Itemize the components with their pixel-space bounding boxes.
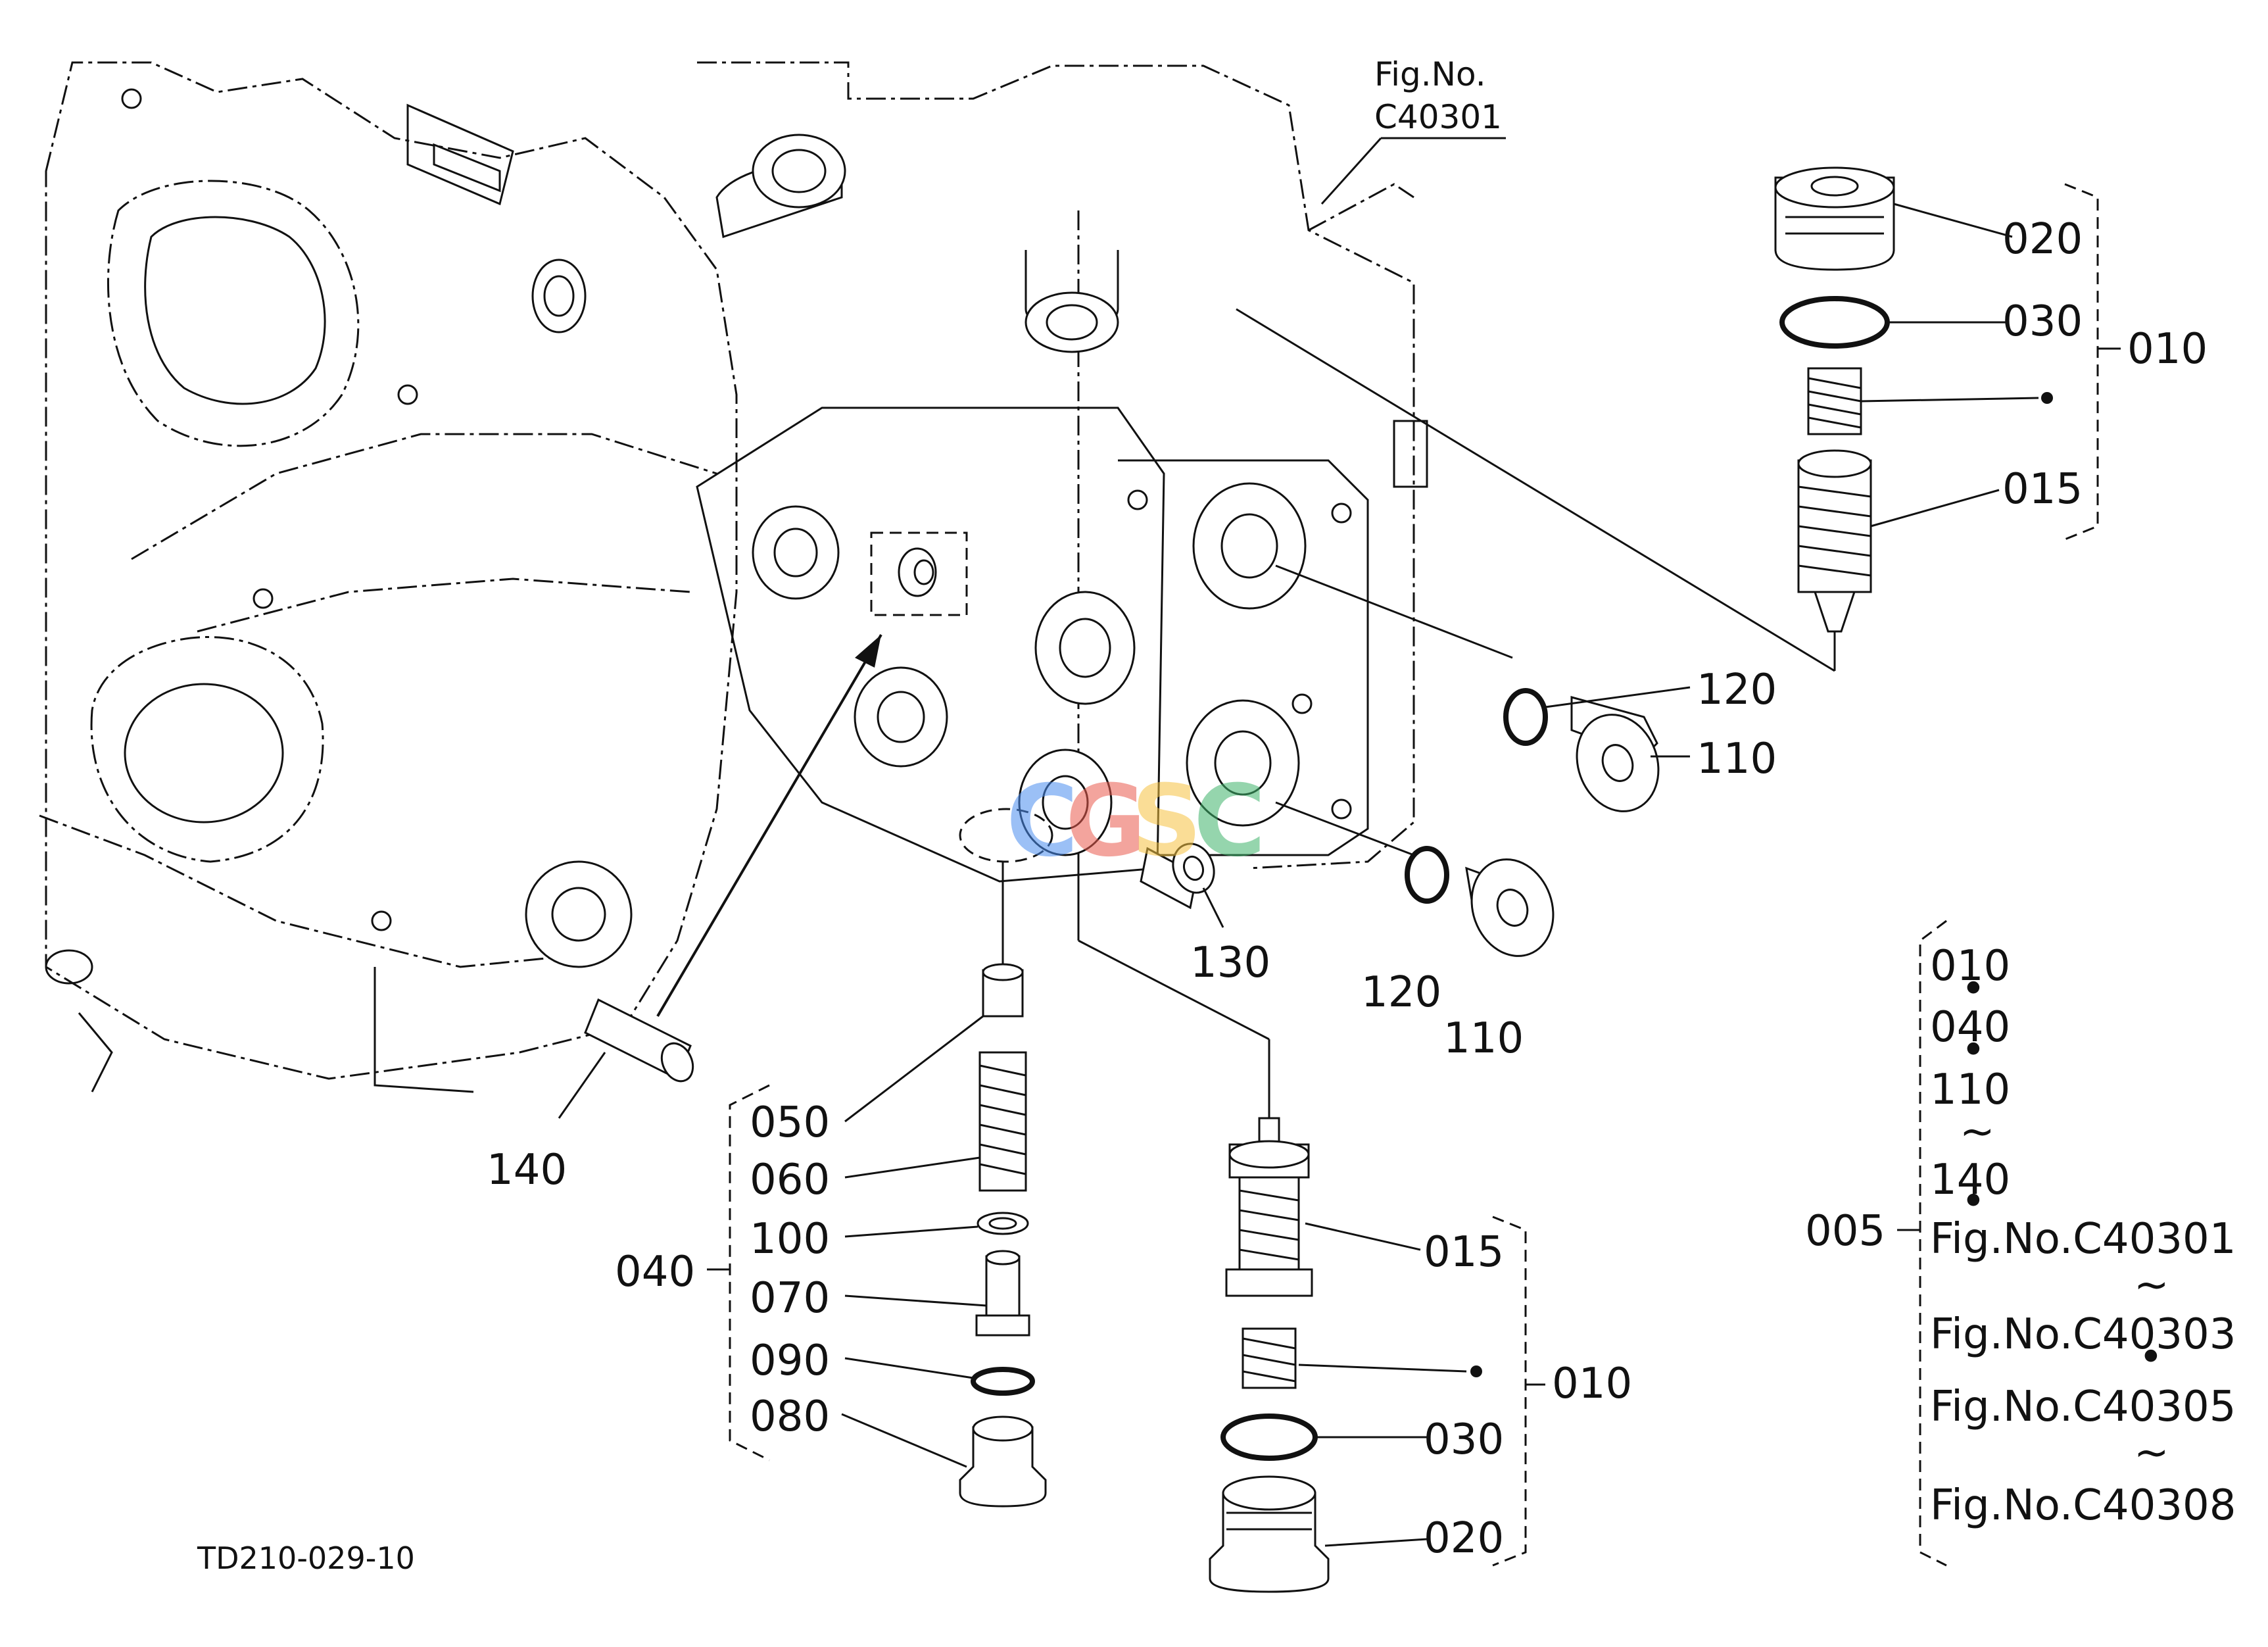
- summary-dot-1: •: [1961, 965, 1986, 1014]
- summary-fig-c40308: Fig.No.C40308: [1930, 1481, 2236, 1530]
- callout-100: 100: [750, 1215, 830, 1264]
- callout-015-upper: 015: [2002, 465, 2083, 514]
- summary-group-005: 005: [1805, 1207, 1885, 1256]
- summary-entry-040: 040: [1930, 1003, 2010, 1052]
- summary-entry-110: 110: [1930, 1066, 2010, 1114]
- body-part-callouts: 120 110 130 120 110 140: [487, 666, 1777, 1194]
- figure-reference: Fig.No. C40301 TD210-029-10: [197, 55, 1502, 1576]
- upper-assembly-callouts: 020 030 010 015: [2002, 215, 2208, 514]
- callout-130: 130: [1190, 939, 1270, 987]
- callout-080: 080: [750, 1392, 830, 1441]
- summary-entry-140: 140: [1930, 1156, 2010, 1204]
- summary-dot-3: •: [1961, 1177, 1986, 1226]
- callout-070: 070: [750, 1274, 830, 1323]
- summary-range-3: ~: [2134, 1429, 2169, 1477]
- fig-ref-label: Fig.No.: [1374, 55, 1486, 93]
- watermark-letter-g: G: [1065, 764, 1146, 879]
- summary-fig-c40301: Fig.No.C40301: [1930, 1215, 2236, 1264]
- callout-060: 060: [750, 1156, 830, 1204]
- watermark-letter-c2: C: [1194, 764, 1266, 879]
- callout-140: 140: [487, 1146, 567, 1194]
- upper-valve-assembly: [1774, 166, 1895, 671]
- summary-range-2: ~: [2134, 1261, 2169, 1310]
- callout-030-lower: 030: [1424, 1415, 1504, 1464]
- transmission-housing: [39, 61, 1428, 1093]
- summary-fig-c40305: Fig.No.C40305: [1930, 1383, 2236, 1431]
- callout-010-lower: 010: [1552, 1360, 1632, 1408]
- plugs-and-orings: [584, 633, 1660, 1083]
- callout-040-group: 040: [615, 1248, 695, 1296]
- callout-110-b: 110: [1443, 1014, 1524, 1063]
- watermark-letter-c: C: [1006, 764, 1078, 879]
- callout-020-upper: 020: [2002, 215, 2083, 264]
- lower-valve-assembly: [1209, 1039, 1330, 1593]
- leader-lines: [558, 137, 2121, 1567]
- summary-entry-010: 010: [1930, 942, 2010, 991]
- callout-050: 050: [750, 1098, 830, 1147]
- summary-fig-c40303: Fig.No.C40303: [1930, 1310, 2236, 1359]
- drawing-code: TD210-029-10: [197, 1540, 415, 1576]
- callout-090: 090: [750, 1337, 830, 1385]
- summary-dot-2: •: [1961, 1026, 1986, 1075]
- summary-dot-4: •: [2138, 1333, 2163, 1382]
- watermark-letter-s: S: [1131, 764, 1202, 879]
- fig-ref-number: C40301: [1374, 98, 1502, 136]
- lower-assembly-callouts: 015 010 030 020: [1424, 1228, 1632, 1563]
- callout-020-lower: 020: [1424, 1514, 1504, 1563]
- valve-040-stack: [959, 862, 1047, 1508]
- callout-110-a: 110: [1697, 735, 1777, 783]
- valve-040-callouts: 040 050 060 100 070 090 080: [615, 1098, 830, 1441]
- summary-range-1: ~: [1960, 1108, 1995, 1156]
- callout-015-lower: 015: [1424, 1228, 1504, 1277]
- assembly-summary: 005 010 • 040 • 110 ~ 140 • Fig.No.C4030…: [1805, 942, 2236, 1530]
- callout-010-upper: 010: [2127, 325, 2208, 374]
- callout-120-b: 120: [1361, 968, 1441, 1017]
- callout-030-upper: 030: [2002, 297, 2083, 346]
- callout-120-a: 120: [1697, 666, 1777, 714]
- watermark: C G S C: [1006, 764, 1266, 879]
